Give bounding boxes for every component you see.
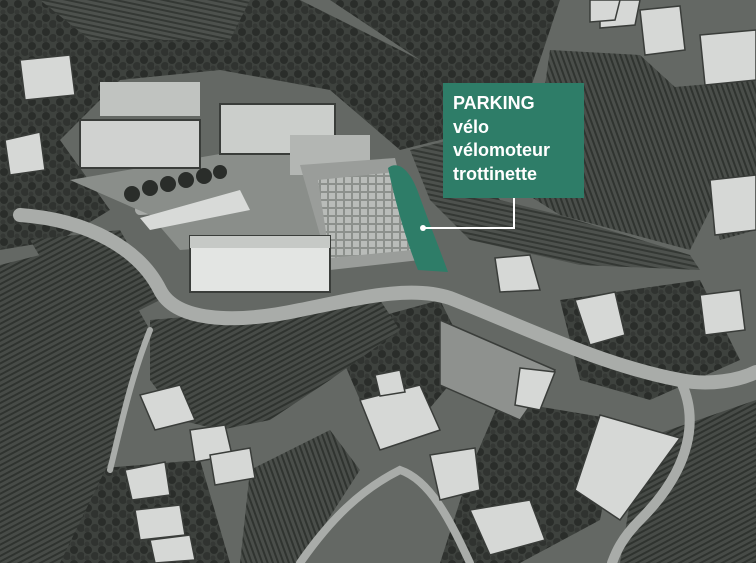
parking-type-bike: vélo [453,116,490,137]
parking-type-moped: vélomoteur [453,140,551,160]
parking-zone[interactable] [388,165,448,272]
parking-callout: PARKING vélo vélomoteur trottinette [443,83,584,198]
parking-type-scooter: trottinette [453,163,537,184]
parking-title: PARKING [453,93,535,113]
school-complex [70,82,420,293]
surrounding-buildings [4,0,756,563]
callout-leader-line [420,198,515,231]
